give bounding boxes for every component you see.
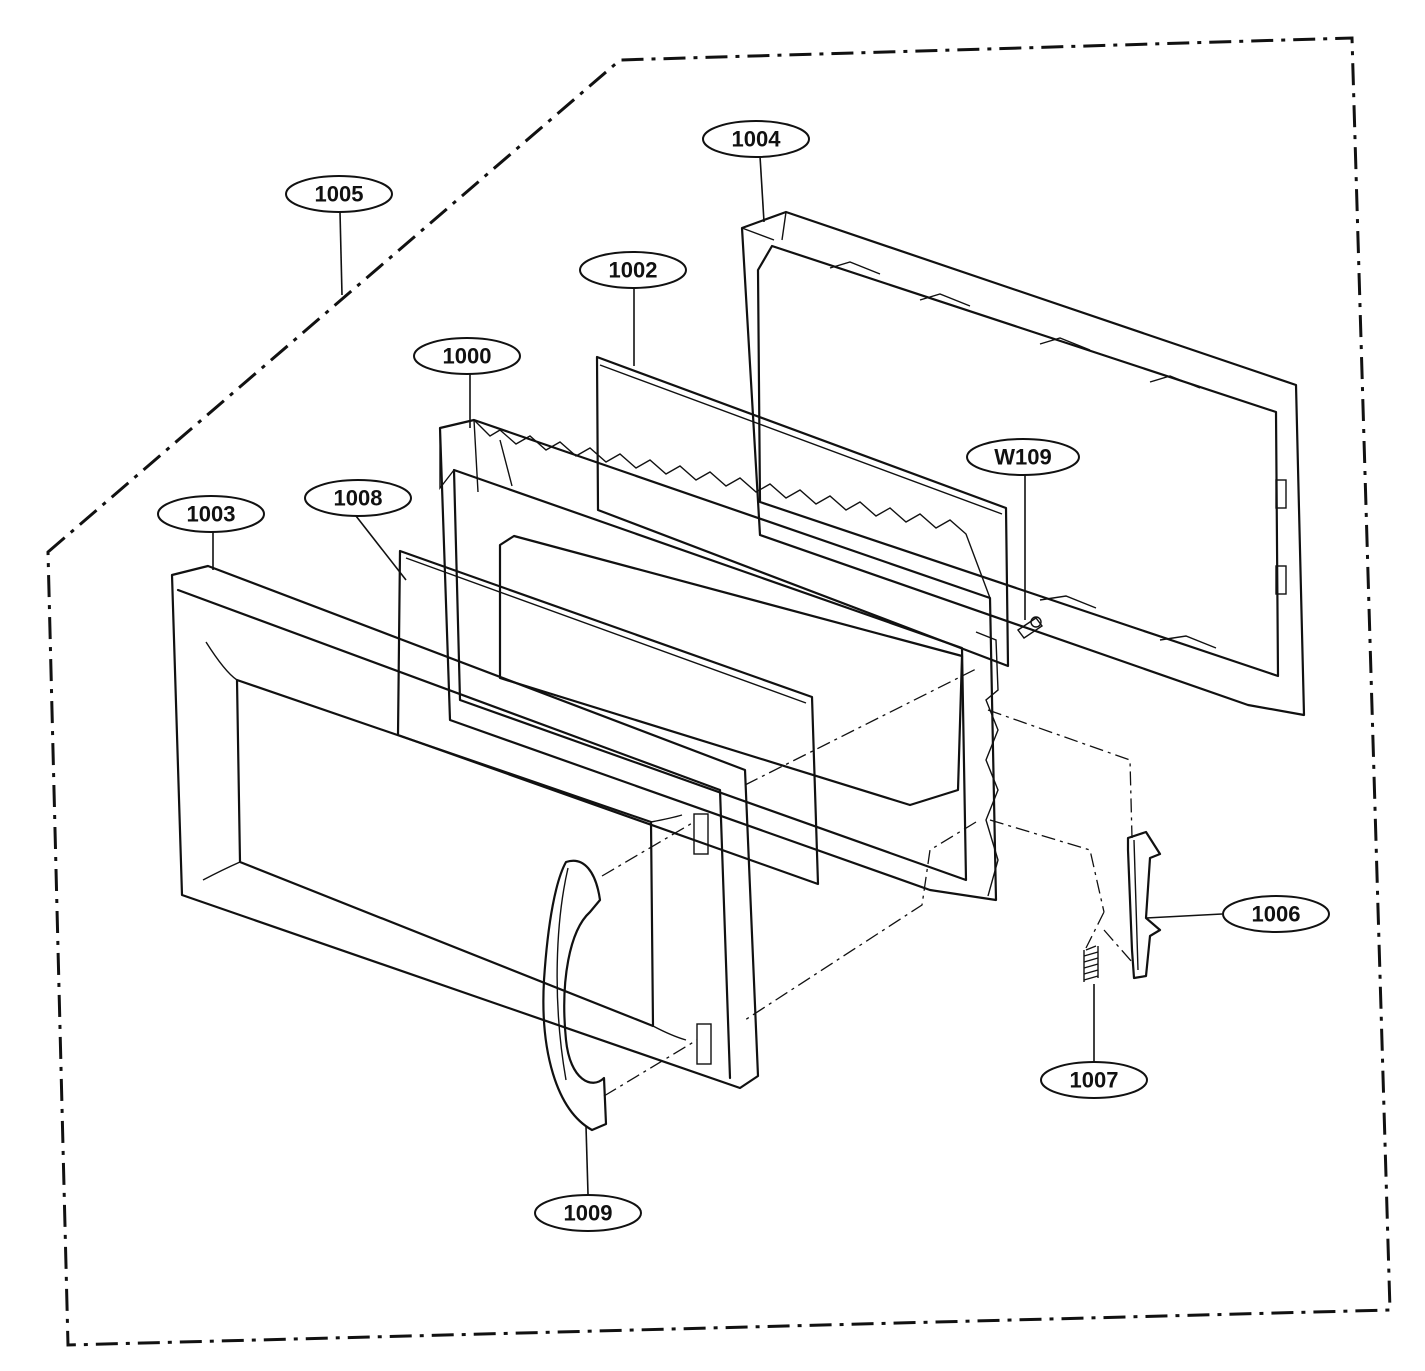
part-1007-spring — [1083, 945, 1099, 982]
callout-label: 1009 — [564, 1201, 613, 1226]
callout-label: 1005 — [315, 182, 364, 207]
part-1008-panel — [396, 549, 820, 886]
callout-1002: 1002 — [579, 251, 687, 289]
leader-lines — [212, 155, 1223, 1195]
callout-1009: 1009 — [534, 1194, 642, 1232]
callout-1004: 1004 — [702, 120, 810, 158]
part-w109-screw — [1016, 616, 1044, 639]
callout-w109: W109 — [966, 438, 1080, 476]
part-1000-door-frame — [438, 418, 999, 902]
part-1004-choke-cover — [740, 210, 1306, 717]
callout-1003: 1003 — [157, 495, 265, 533]
callout-1007: 1007 — [1040, 1061, 1148, 1099]
callout-label: 1007 — [1070, 1068, 1119, 1093]
part-1009-door-handle — [542, 859, 608, 1132]
callout-label: 1002 — [609, 258, 658, 283]
callout-label: 1008 — [334, 486, 383, 511]
callout-1006: 1006 — [1222, 895, 1330, 933]
callout-label: 1004 — [732, 127, 782, 152]
assembly-boundary — [46, 36, 1392, 1347]
callout-label: 1003 — [187, 502, 236, 527]
callout-label: 1000 — [443, 344, 492, 369]
part-1003-door-front — [170, 564, 760, 1090]
callout-1005: 1005 — [285, 175, 393, 213]
part-1002-panel — [595, 355, 1010, 668]
guide-lines — [601, 667, 1133, 1097]
callout-1008: 1008 — [304, 479, 412, 517]
callout-label: 1006 — [1252, 902, 1301, 927]
callout-1000: 1000 — [413, 337, 521, 375]
callout-label: W109 — [994, 445, 1051, 470]
part-1006-latch — [1126, 830, 1162, 980]
